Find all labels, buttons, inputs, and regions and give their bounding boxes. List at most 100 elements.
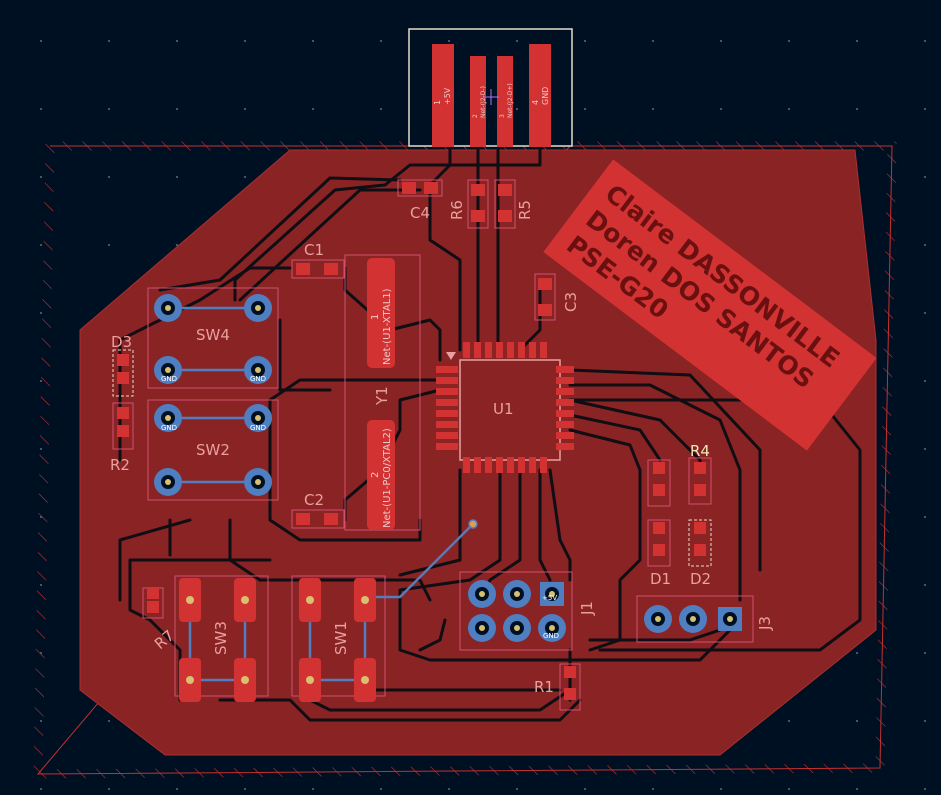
u1-pad [496, 457, 503, 473]
c4[interactable]: C4 [397, 179, 443, 222]
u1-pad [463, 342, 470, 358]
u1-pad [436, 399, 458, 406]
u1-pad [436, 443, 458, 450]
j1-hole-center [549, 625, 555, 631]
smd-pad [653, 522, 665, 534]
svg-text:+5V: +5V [542, 594, 557, 602]
u1-pad [540, 342, 547, 358]
svg-text:J3: J3 [756, 616, 774, 631]
pin-label-2: 2Net-(J2-D-) [472, 86, 487, 118]
u1-pad [518, 342, 525, 358]
svg-text:SW2: SW2 [196, 441, 230, 459]
svg-text:U1: U1 [493, 400, 514, 418]
r5[interactable]: R5 [494, 179, 534, 229]
smd-pad [564, 666, 576, 678]
u1-pad [556, 399, 574, 406]
c1[interactable]: C1 [291, 241, 345, 279]
switch-hole-center [255, 479, 261, 485]
switch-pad-drill [306, 596, 314, 604]
switch-hole-center [255, 415, 261, 421]
via [468, 519, 478, 529]
smd-pad [653, 484, 665, 496]
u1-pad [496, 342, 503, 358]
smd-pad [694, 522, 706, 534]
u1-pad [556, 443, 574, 450]
svg-text:D2: D2 [690, 570, 711, 588]
u1-pad [474, 457, 481, 473]
switch-pad-drill [241, 676, 249, 684]
u1-pad [556, 421, 574, 428]
svg-text:C2: C2 [304, 491, 324, 509]
u1-pad [463, 457, 470, 473]
u1-pad [436, 421, 458, 428]
svg-text:GND: GND [250, 424, 266, 432]
usb-connector[interactable]: 1+5V 2Net-(J2-D-) 3Net-(J2-D+) 4GND [408, 28, 573, 147]
pad-net-labels: GND GND GND GND +5V GND [161, 375, 559, 640]
u1-pad [436, 377, 458, 384]
switch-hole-center [165, 305, 171, 311]
resistor-r1[interactable]: R1 [534, 663, 581, 711]
smd-pad [117, 372, 129, 384]
switch-sw3[interactable]: SW3 [174, 575, 269, 697]
smd-pad [147, 587, 159, 599]
resistor-r2[interactable]: R2 [110, 402, 134, 474]
switch-sw1[interactable]: SW1 [291, 575, 386, 697]
u1-pad [518, 457, 525, 473]
pin-label-1: 1+5V [433, 87, 452, 105]
u1-pad [436, 432, 458, 439]
resistor-r4[interactable]: R4 [688, 442, 712, 505]
u1-pad [507, 342, 514, 358]
pin-label-4: 4GND [531, 87, 550, 105]
j3-hole-center [727, 616, 733, 622]
connector-j3[interactable]: J3 [636, 595, 774, 643]
svg-text:D3: D3 [111, 333, 132, 351]
led-d1[interactable]: D1 [647, 459, 671, 588]
svg-text:GND: GND [543, 632, 559, 640]
switch-sw4[interactable]: SW4 [147, 287, 279, 389]
j1-hole-center [514, 625, 520, 631]
switch-hole-center [165, 415, 171, 421]
j1-hole-center [514, 591, 520, 597]
smd-pad [117, 407, 129, 419]
smd-pad [694, 462, 706, 474]
svg-text:SW3: SW3 [212, 621, 230, 655]
led-d2[interactable]: D2 [688, 519, 712, 588]
svg-text:R4: R4 [690, 442, 710, 460]
svg-text:C4: C4 [410, 204, 430, 222]
switch-hole-center [165, 479, 171, 485]
switch-pad-drill [186, 596, 194, 604]
led-d3[interactable]: D3 [111, 333, 134, 397]
switch-pad-drill [186, 676, 194, 684]
svg-text:R6: R6 [448, 200, 466, 220]
switch-pad-drill [306, 676, 314, 684]
c2[interactable]: C2 [291, 491, 345, 529]
svg-text:D1: D1 [650, 570, 671, 588]
svg-text:C3: C3 [562, 292, 580, 312]
u1-pad [436, 388, 458, 395]
r6[interactable]: R6 [448, 179, 489, 229]
j1-hole-center [479, 625, 485, 631]
c3[interactable]: C3 [534, 273, 580, 321]
svg-text:SW1: SW1 [332, 621, 350, 655]
svg-text:R1: R1 [534, 678, 554, 696]
u1-pad [529, 342, 536, 358]
svg-text:GND: GND [250, 375, 266, 383]
connector-j1[interactable]: J1 [459, 571, 596, 651]
smd-pad [117, 425, 129, 437]
u1-pad [540, 457, 547, 473]
smd-pad [653, 462, 665, 474]
u1-pad [485, 457, 492, 473]
svg-text:R2: R2 [110, 456, 130, 474]
switch-sw2[interactable]: SW2 [147, 399, 279, 501]
smd-pad [147, 601, 159, 613]
u1-pad [436, 410, 458, 417]
u1-pad [474, 342, 481, 358]
switch-hole-center [165, 367, 171, 373]
j3-hole-center [690, 616, 696, 622]
svg-text:R5: R5 [516, 200, 534, 220]
crystal-y1[interactable]: 1Net-(U1-XTAL1) 2Net-(U1-PC0/XTAL2) Y1 [344, 254, 421, 531]
u1-pad [485, 342, 492, 358]
smd-pad [564, 688, 576, 700]
svg-text:GND: GND [161, 424, 177, 432]
